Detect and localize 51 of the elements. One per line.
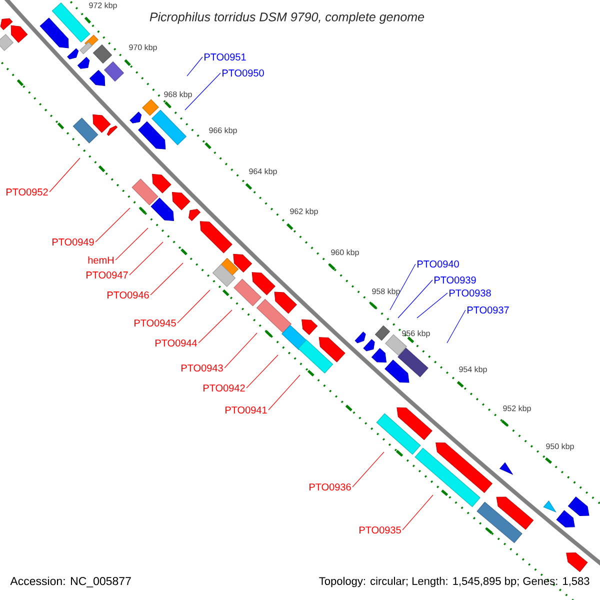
- scale-label: 956 kbp: [402, 330, 430, 338]
- leader-line: [224, 332, 258, 368]
- gene-label: PTO0936: [310, 483, 351, 491]
- gene-label: PTO0949: [52, 238, 94, 246]
- scale-label: 954 kbp: [459, 366, 487, 374]
- leader-line: [49, 158, 80, 192]
- scale-label: 960 kbp: [331, 249, 359, 257]
- leader-line: [352, 452, 384, 488]
- leader-line: [402, 494, 434, 530]
- gene-label: PTO0943: [182, 364, 223, 372]
- leader-line: [95, 208, 130, 242]
- info-text: Accession: NC_005877: [10, 576, 131, 588]
- leader-line: [129, 242, 164, 276]
- gene-label: hemH: [88, 256, 114, 264]
- scale-label: 958 kbp: [372, 288, 400, 296]
- gene-label: PTO0945: [134, 319, 176, 327]
- gene-label: PTO0938: [450, 289, 491, 297]
- leader-line: [246, 354, 278, 388]
- leader-line: [177, 290, 210, 324]
- gene-label: PTO0944: [156, 339, 198, 347]
- gene-label: PTO0950: [222, 69, 264, 77]
- gene-label: PTO0952: [6, 188, 48, 196]
- leader-line: [446, 310, 466, 344]
- gene-label: PTO0941: [226, 406, 267, 414]
- gene-label: PTO0946: [108, 291, 149, 299]
- scale-label: 972 kbp: [89, 2, 117, 10]
- scale-label: 970 kbp: [129, 44, 157, 52]
- leader-line: [198, 310, 232, 344]
- info-text: Topology: circular; Length: 1,545,895 bp; Genes: 1,583: [319, 576, 590, 588]
- leader-line: [115, 228, 148, 260]
- gene-label: PTO0947: [86, 271, 128, 279]
- gene-label: PTO0940: [418, 260, 459, 268]
- leader-line: [416, 292, 448, 318]
- leader-line: [268, 374, 300, 410]
- gene-label: PTO0935: [360, 526, 401, 534]
- gene-label: PTO0939: [434, 276, 476, 284]
- leader-line: [186, 56, 203, 76]
- scale-label: 966 kbp: [209, 127, 237, 135]
- gene-label: PTO0942: [204, 384, 245, 392]
- gene-label: PTO0937: [468, 306, 509, 314]
- scale-label: 962 kbp: [290, 208, 318, 216]
- leader-line: [150, 262, 184, 296]
- scale-label: 968 kbp: [164, 91, 192, 99]
- leader-line: [184, 72, 221, 110]
- scale-label: 952 kbp: [503, 405, 531, 413]
- leader-line: [398, 280, 433, 318]
- scale-label: 950 kbp: [546, 443, 574, 451]
- scale-label: 964 kbp: [249, 168, 277, 176]
- leader-line: [390, 264, 416, 310]
- title: Picrophilus torridus DSM 9790, complete genome: [150, 12, 424, 24]
- gene-label: PTO0951: [204, 53, 246, 61]
